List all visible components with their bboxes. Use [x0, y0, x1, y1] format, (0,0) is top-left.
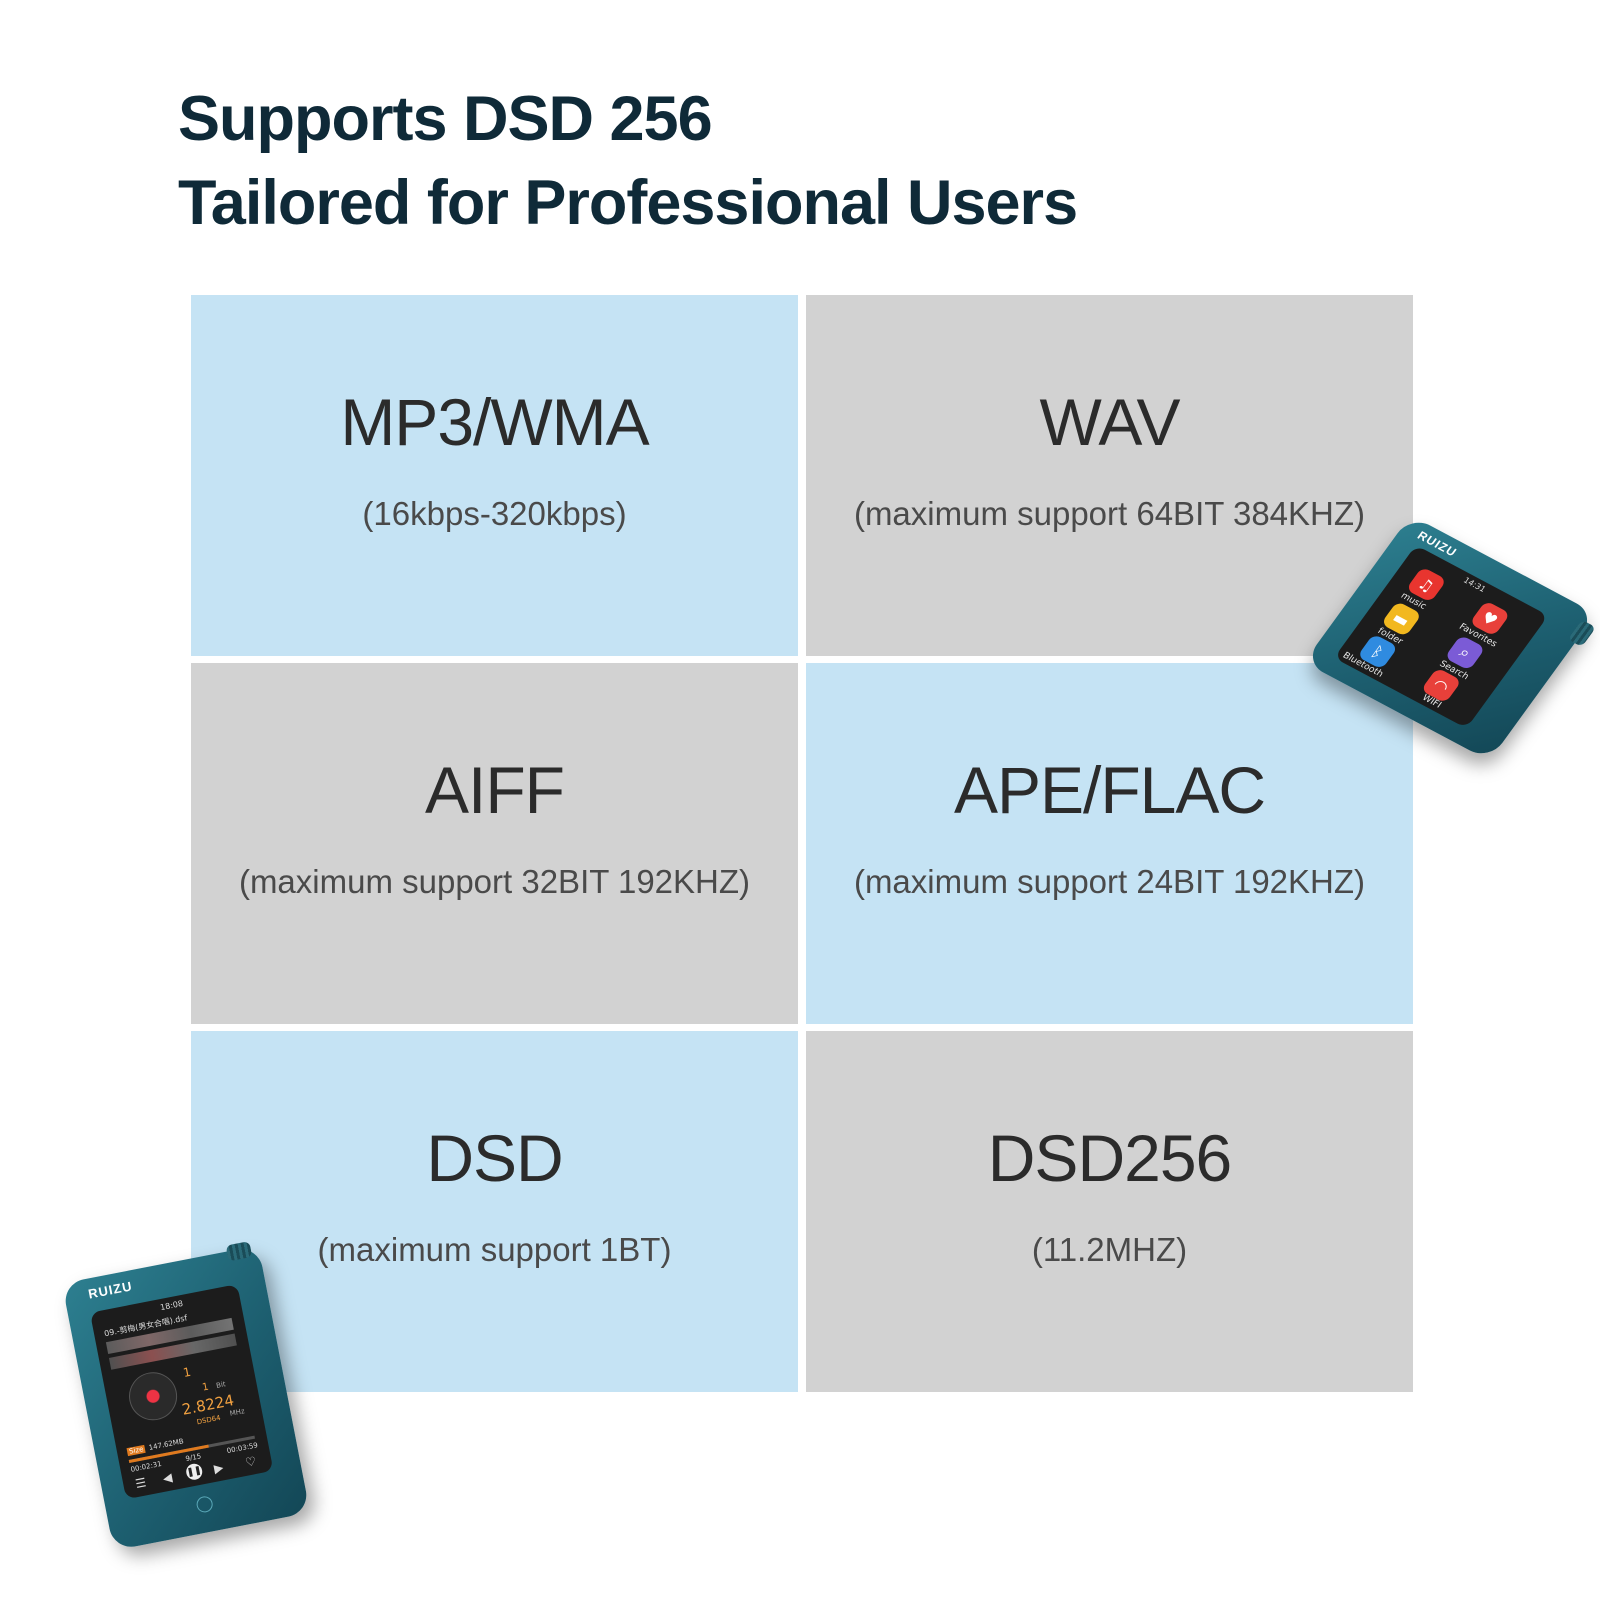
format-detail: (maximum support 32BIT 192KHZ) — [238, 862, 751, 900]
size-label: Size — [126, 1444, 147, 1457]
dsd-format: DSD64 — [196, 1413, 222, 1427]
format-card-wav: WAV (maximum support 64BIT 384KHZ) — [806, 295, 1413, 656]
format-name: MP3/WMA — [340, 384, 649, 459]
format-name: APE/FLAC — [953, 752, 1266, 827]
format-detail: (maximum support 64BIT 384KHZ) — [853, 494, 1366, 532]
sample-unit: MHz — [229, 1407, 246, 1418]
format-detail: (16kbps-320kbps) — [362, 494, 627, 532]
device-screen: 18:08 09.-剪梅(男女合唱).dsf 1 1 Bit 2.8224 MH… — [89, 1284, 274, 1500]
format-grid: MP3/WMA (16kbps-320kbps) WAV (maximum su… — [191, 295, 1413, 1392]
format-card-ape-flac: APE/FLAC (maximum support 24BIT 192KHZ) — [806, 663, 1413, 1024]
home-button — [195, 1495, 215, 1514]
volume-knob — [1567, 619, 1597, 647]
format-detail: (maximum support 24BIT 192KHZ) — [853, 862, 1366, 900]
elapsed-time: 00:02:31 — [129, 1459, 163, 1474]
format-card-mp3-wma: MP3/WMA (16kbps-320kbps) — [191, 295, 798, 656]
format-detail: (11.2MHZ) — [1031, 1230, 1188, 1268]
headline-line-1: Supports DSD 256 — [178, 84, 713, 154]
pause-icon: ❚❚ — [184, 1462, 204, 1482]
heart-icon: ♡ — [244, 1453, 258, 1470]
format-name: AIFF — [425, 752, 565, 827]
format-card-aiff: AIFF (maximum support 32BIT 192KHZ) — [191, 663, 798, 1024]
format-name: DSD256 — [987, 1120, 1232, 1195]
format-name: WAV — [1039, 384, 1181, 459]
status-time: 18:08 — [159, 1298, 184, 1313]
sample-rate: 2.8224 — [180, 1391, 236, 1419]
bit-unit: Bit — [215, 1380, 227, 1390]
headline-line-2: Tailored for Professional Users — [178, 168, 1078, 238]
volume-knob — [225, 1241, 253, 1262]
brand-logo: RUIZU — [86, 1278, 134, 1302]
bit-depth: 1 — [201, 1381, 210, 1394]
status-time: 14:31 — [1461, 575, 1488, 594]
format-card-dsd: DSD (maximum support 1BT) — [191, 1031, 798, 1392]
format-card-dsd256: DSD256 (11.2MHZ) — [806, 1031, 1413, 1392]
playlist-icon: ☰ — [134, 1475, 148, 1492]
format-detail: (maximum support 1BT) — [317, 1230, 672, 1268]
track-position: 9/15 — [184, 1452, 202, 1464]
format-name: DSD — [426, 1120, 563, 1195]
disc-icon — [124, 1368, 182, 1425]
previous-icon: ◀ — [161, 1470, 174, 1486]
track-number: 1 — [181, 1364, 193, 1380]
next-icon: ▶ — [212, 1460, 225, 1476]
